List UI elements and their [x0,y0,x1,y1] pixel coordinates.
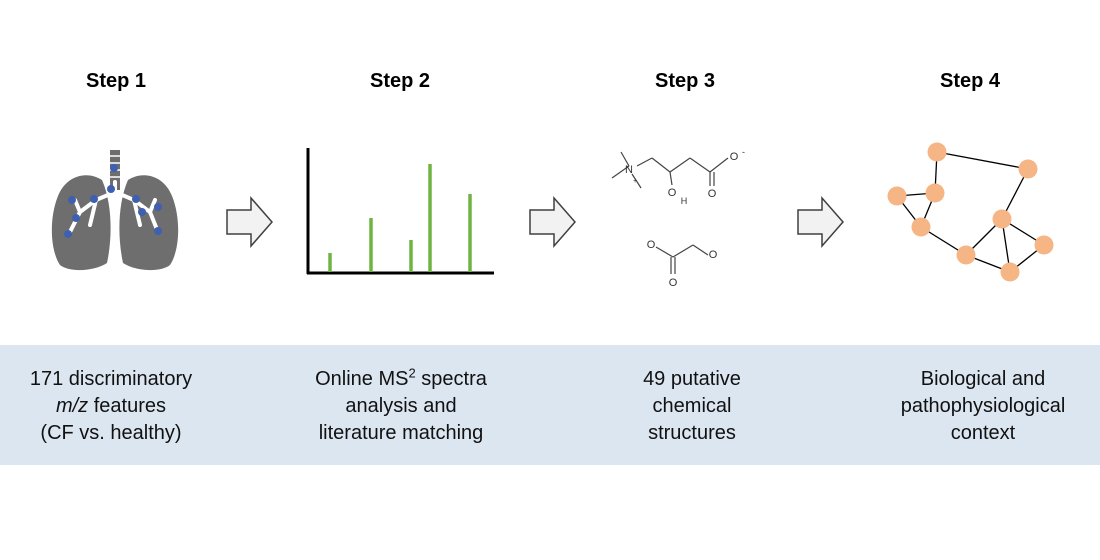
step4-line3: context [950,422,1016,444]
lung-dot [64,230,72,238]
step1-line2-rest: features [88,395,167,417]
chem-n-label: N [625,164,633,176]
step1-line1: 171 discriminatory [29,368,193,390]
network-node [1034,235,1054,255]
step-title-3: Step 3 [654,70,716,92]
step-title-2: Step 2 [369,70,431,92]
network-node [992,209,1012,229]
lung-dot [132,195,140,203]
network-edge [936,151,1029,170]
step-title-1: Step 1 [85,70,147,92]
lung-dot [107,185,115,193]
arrow-icon-2 [529,196,576,248]
step2-line3: literature matching [318,422,484,444]
network-node [956,245,976,265]
step4-line1: Biological and [920,368,1046,390]
step1-line3: (CF vs. healthy) [40,422,182,444]
lung-dots [64,164,162,238]
network-node [887,186,907,206]
step-desc-3: 49 putative chemical structures [572,366,812,447]
chem-o-label: O [709,249,718,261]
chem-o-label: O [708,188,717,200]
step2-line1: Online MS2 spectra [281,366,521,393]
ms-superscript: 2 [408,365,416,381]
step3-line2: chemical [652,395,732,417]
step-desc-4: Biological and pathophysiological contex… [863,366,1100,447]
lung-dot [90,195,98,203]
step2-line1-post: spectra [415,368,487,390]
chem-h-label: H [681,196,688,206]
lung-dot [154,203,162,211]
mz-label: m/z [55,395,89,417]
step-title-4: Step 4 [939,70,1001,92]
chem-o-label: O [647,239,656,251]
chem-plus-label: + [633,178,637,185]
lung-dot [68,196,76,204]
network-node [911,217,931,237]
lung-dot [72,214,80,222]
description-band [0,345,1100,465]
step1-line2: m/z features [0,393,231,420]
network-node [1018,159,1038,179]
arrow-icon-1 [226,196,273,248]
lung-dot [110,164,118,172]
step2-line2: analysis and [345,395,457,417]
step-desc-1: 171 discriminatory m/z features (CF vs. … [0,366,231,447]
chem-o-label: O [669,277,678,289]
spectrum-icon [306,148,494,275]
step2-line1-pre: Online MS [315,368,409,390]
lung-dot [138,208,146,216]
chem-minus-label: - [742,147,745,157]
chem-o-label: O [668,187,677,199]
network-node [925,183,945,203]
chem-o-label: O [730,151,739,163]
arrow-icon-3 [797,196,844,248]
step4-line2: pathophysiological [900,395,1066,417]
network-icon [887,142,1054,282]
lung-dot [154,227,162,235]
network-node [927,142,947,162]
step3-line1: 49 putative [643,368,741,390]
network-node [1000,262,1020,282]
chemical-structure-icon-1 [611,151,729,189]
step3-line3: structures [648,422,736,444]
chemical-structure-icon-2 [655,244,709,274]
step-desc-2: Online MS2 spectra analysis and literatu… [281,366,521,447]
